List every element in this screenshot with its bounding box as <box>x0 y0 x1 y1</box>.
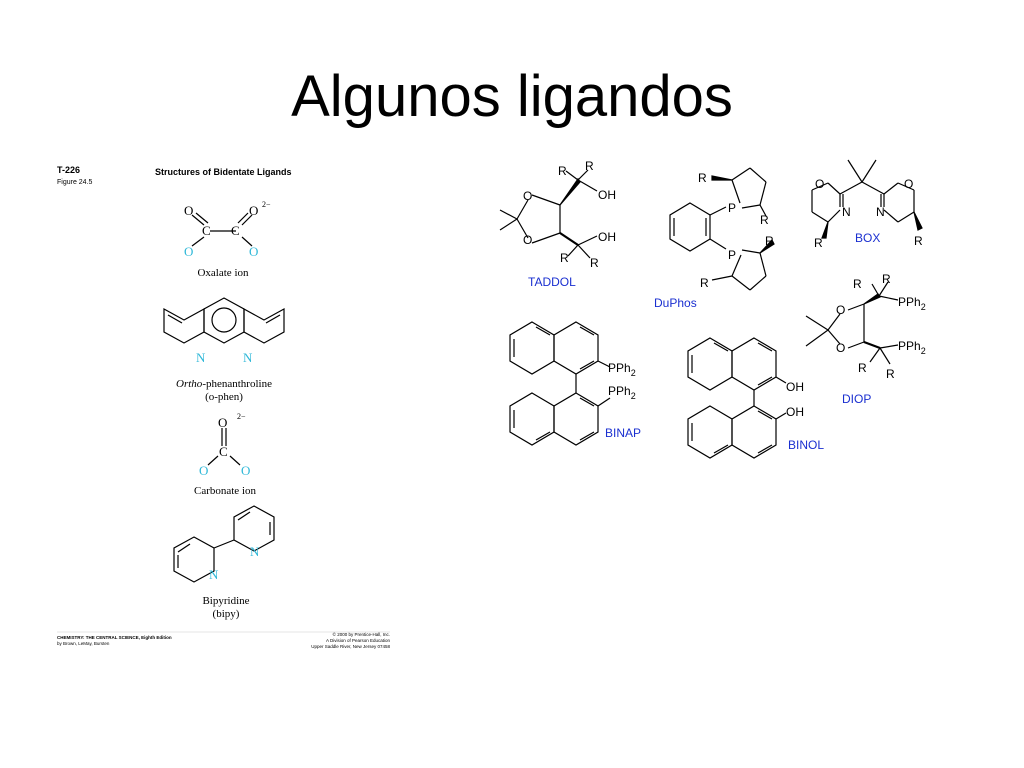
diop-o-top: O <box>836 303 845 317</box>
footer-copyright: © 2000 by Prentice-Hall, Inc. <box>333 631 390 637</box>
binol-oh-top: OH <box>786 380 804 394</box>
diop-r-3: R <box>858 361 867 375</box>
carbonate-charge: 2− <box>237 412 246 421</box>
taddol-o-bottom: O <box>523 233 532 247</box>
box-r-right: R <box>914 234 923 248</box>
figure-heading: Structures of Bidentate Ligands <box>155 167 292 177</box>
bipy-abbrev: (bipy) <box>213 608 240 620</box>
oxalate-label: Oxalate ion <box>197 267 249 279</box>
oxalate-charge: 2− <box>262 200 271 209</box>
duphos-p-top: P <box>728 201 736 215</box>
phen-label: Ortho-phenanthroline <box>176 378 272 390</box>
phen-n-left: N <box>196 350 206 365</box>
duphos-structure <box>669 167 775 291</box>
oxalate-o-top-right: O <box>249 203 258 218</box>
oxalate-c-right: C <box>231 223 240 238</box>
footer-book-title: CHEMISTRY: THE CENTRAL SCIENCE, Eighth E… <box>57 635 172 640</box>
taddol-r-2: R <box>585 159 594 173</box>
bipy-label: Bipyridine <box>202 595 249 607</box>
diop-r-1: R <box>853 277 862 291</box>
slide-title: Algunos ligandos <box>291 64 733 129</box>
duphos-r-2: R <box>760 213 769 227</box>
phen-n-right: N <box>243 350 253 365</box>
diop-r-4: R <box>886 367 895 381</box>
duphos-label: DuPhos <box>654 296 697 310</box>
textbook-footer: CHEMISTRY: THE CENTRAL SCIENCE, Eighth E… <box>57 631 390 649</box>
oxalate-c-left: C <box>202 223 211 238</box>
taddol-oh-bottom: OH <box>598 230 616 244</box>
binap-pph2-bottom: PPh2 <box>608 384 636 401</box>
diop-pph2-bottom: PPh2 <box>898 339 926 356</box>
phen-abbrev: (o-phen) <box>205 391 243 403</box>
bipy-n-right: N <box>250 544 260 559</box>
duphos-p-bottom: P <box>728 248 736 262</box>
diop-o-bottom: O <box>836 341 845 355</box>
carbonate-structure <box>207 428 241 466</box>
taddol-oh-top: OH <box>598 188 616 202</box>
binol-oh-bottom: OH <box>786 405 804 419</box>
phen-structure <box>163 297 285 344</box>
box-n-right: N <box>876 205 885 219</box>
box-r-left: R <box>814 236 823 250</box>
binap-pph2-top: PPh2 <box>608 361 636 378</box>
diop-label: DIOP <box>842 392 871 406</box>
bipy-n-left: N <box>209 567 219 582</box>
carbonate-o-top: O <box>218 415 227 430</box>
carbonate-o-left: O <box>199 463 208 478</box>
binol-label: BINOL <box>788 438 824 452</box>
box-o-left: O <box>815 177 824 191</box>
carbonate-label: Carbonate ion <box>194 485 257 497</box>
taddol-r-3: R <box>560 251 569 265</box>
oxalate-o-top-left: O <box>184 203 193 218</box>
oxalate-o-bottom-left: O <box>184 244 193 259</box>
diop-r-2: R <box>882 272 891 286</box>
taddol-r-1: R <box>558 164 567 178</box>
taddol-structure <box>499 169 598 259</box>
diop-structure <box>805 281 899 365</box>
duphos-r-4: R <box>700 276 709 290</box>
box-label: BOX <box>855 231 880 245</box>
taddol-label: TADDOL <box>528 275 576 289</box>
footer-address: Upper Saddle River, New Jersey 07458 <box>311 644 390 649</box>
box-o-right: O <box>904 177 913 191</box>
figure-code: T-226 <box>57 165 80 175</box>
binap-label: BINAP <box>605 426 641 440</box>
diop-pph2-top: PPh2 <box>898 295 926 312</box>
duphos-r-1: R <box>698 171 707 185</box>
taddol-o-top: O <box>523 189 532 203</box>
carbonate-o-right: O <box>241 463 250 478</box>
taddol-r-4: R <box>590 256 599 270</box>
footer-authors: by Brown, LeMay, Bursten <box>57 641 110 646</box>
duphos-r-3: R <box>765 234 774 248</box>
binap-structure <box>509 321 611 446</box>
footer-publisher: A Division of Pearson Education <box>326 638 391 643</box>
bipy-structure <box>173 505 275 583</box>
carbonate-c: C <box>219 444 228 459</box>
oxalate-o-bottom-right: O <box>249 244 258 259</box>
box-structure <box>811 159 923 239</box>
binol-structure <box>687 337 787 459</box>
oxalate-structure <box>191 212 253 247</box>
textbook-header: T-226 Figure 24.5 Structures of Bidentat… <box>57 165 292 186</box>
figure-number: Figure 24.5 <box>57 179 93 186</box>
box-n-left: N <box>842 205 851 219</box>
